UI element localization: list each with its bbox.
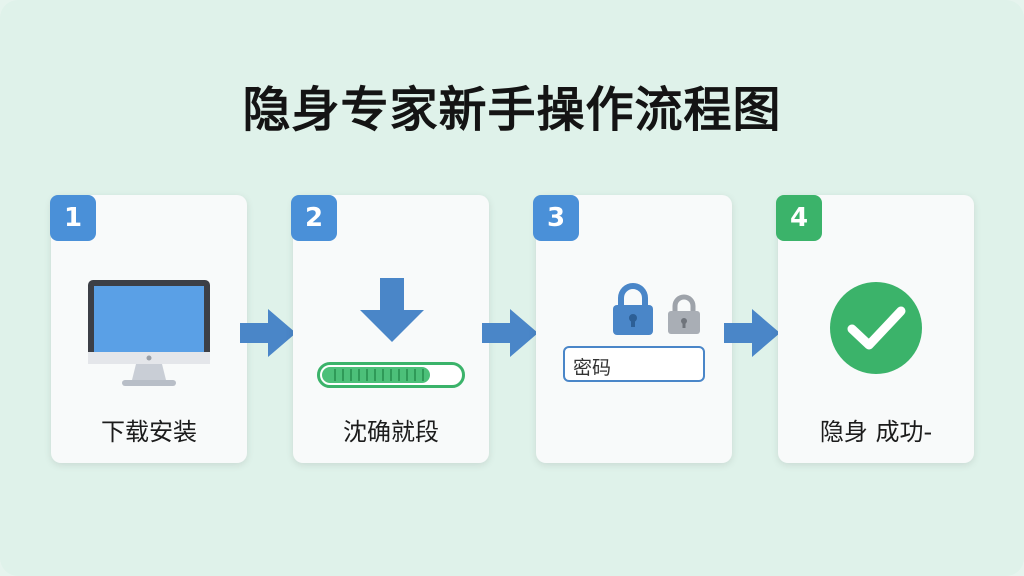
lock-icon xyxy=(613,283,653,335)
lock-grey-icon xyxy=(668,294,700,334)
monitor-icon xyxy=(88,280,210,386)
password-field[interactable]: 密码 xyxy=(563,346,705,382)
arrow-right-icon xyxy=(482,309,538,357)
step-label-1: 下载安装 xyxy=(101,418,197,446)
arrow-right-icon xyxy=(240,309,296,357)
step-label-4: 隐身 成功- xyxy=(819,418,933,446)
step-label-2: 沈确就段 xyxy=(343,418,439,446)
progress-bar xyxy=(317,362,465,388)
arrow-right-icon xyxy=(724,309,780,357)
step-number-badge-1: 1 xyxy=(50,195,96,241)
download-arrow-icon xyxy=(360,278,424,342)
step-number-badge-2: 2 xyxy=(291,195,337,241)
step-number-badge-3: 3 xyxy=(533,195,579,241)
step-number-badge-4: 4 xyxy=(776,195,822,241)
checkmark-icon xyxy=(830,282,922,374)
page-title: 隐身专家新手操作流程图 xyxy=(242,82,782,138)
